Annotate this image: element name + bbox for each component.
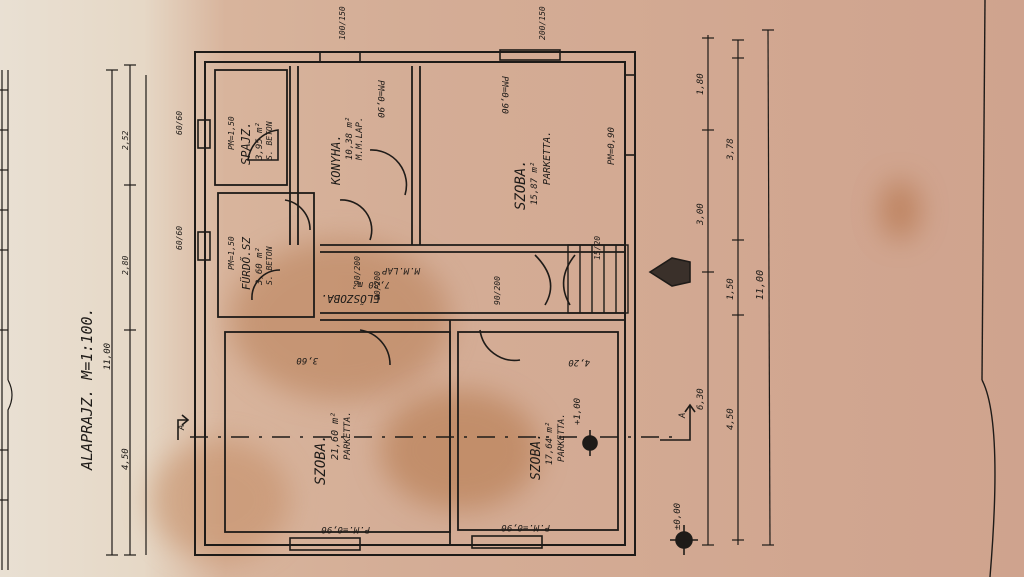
dim-right: 3,00	[696, 203, 706, 226]
dim-right: 1,50	[726, 278, 736, 300]
stair-label: 15/20	[593, 236, 602, 260]
room-floor: M.M.LAP	[381, 265, 421, 275]
stair-direction-icon	[648, 257, 691, 287]
door-dimension: 90/200	[493, 276, 502, 305]
room-dimension: 4,20	[568, 357, 590, 367]
dim-right: 1,80	[696, 73, 706, 95]
room-area: 3,95 m²	[255, 122, 265, 161]
adjacent-drawing-fragment	[0, 70, 13, 570]
room-name: ELŐSZOBA.	[320, 292, 380, 306]
dim-left-inner: 2,80	[121, 256, 130, 275]
level-marker-icon	[670, 525, 698, 555]
door-swings	[247, 129, 576, 366]
door-dimension: 90/200	[373, 271, 382, 300]
window-dimension: 100/150	[338, 6, 347, 40]
window-dimension: 200/150	[538, 6, 547, 40]
dimension-lines-left	[106, 64, 147, 556]
dim-left-inner: 4,50	[121, 448, 131, 470]
room-pm: PM=1,50	[227, 116, 236, 150]
room-floor: S. BETON	[265, 121, 274, 160]
window-dimension: 60/60	[175, 111, 184, 135]
dimension-lines-right	[702, 29, 774, 546]
room-floor: PARKETTA.	[542, 131, 553, 185]
room-area: 7,80 m²	[352, 279, 390, 289]
room-name: FÜRDŐ.SZ	[239, 237, 253, 290]
exterior-walls	[194, 51, 636, 556]
staircase	[567, 244, 629, 314]
room-name: SZOBA.	[513, 159, 529, 210]
room-area: 15,87 m²	[530, 162, 540, 205]
room-name: SZOBA.	[313, 434, 329, 485]
room-floor: M.M.LAP.	[355, 117, 365, 161]
room-area: 10,38 m²	[345, 117, 355, 160]
room-name: KONYHA.	[329, 134, 343, 186]
interior-walls	[214, 66, 625, 545]
room-pm: P.M.=0,90	[501, 522, 550, 532]
section-label: A	[678, 413, 688, 419]
room-name: SPAJZ.	[239, 122, 253, 165]
room-pm: P.M.=0,90	[321, 524, 370, 534]
door-dimension: 90/200	[353, 256, 362, 285]
room-dimension: 3,60	[296, 355, 319, 365]
plan-title: ALAPRAJZ. M=1:100.	[78, 307, 96, 471]
window-dimension: 60/60	[175, 226, 184, 250]
room-floor: PARKETTA.	[343, 411, 353, 460]
level-zero-label: ±0,00	[673, 503, 683, 530]
level-marker-icon	[582, 430, 598, 456]
room-floor: S. BETON	[265, 246, 274, 285]
fold-line	[981, 0, 986, 381]
dim-right: 6,30	[696, 388, 706, 410]
section-label: A	[177, 425, 187, 431]
room-area: 21,60 m²	[330, 412, 341, 460]
dim-left-inner: 2,52	[121, 131, 130, 150]
room-pm: PM=0,90	[607, 127, 617, 165]
dim-right: 4,50	[726, 408, 736, 430]
dim-right-outer: 11,00	[755, 270, 766, 300]
dim-left-outer: 11,00	[103, 343, 113, 370]
windows	[197, 49, 636, 551]
section-arrow-icon	[177, 403, 696, 441]
room-area: 3,60 m²	[255, 247, 265, 286]
dim-right: 3,78	[726, 138, 736, 161]
room-level: +1,00	[573, 398, 583, 425]
room-pm: PM=0,90	[499, 76, 509, 114]
room-name: SZOBA.	[529, 433, 544, 480]
room-pm: PM=1,50	[227, 236, 236, 270]
room-pm: PM=0,90	[375, 80, 385, 118]
room-area: 17,64 m²	[545, 422, 555, 465]
room-floor: PARKETTA.	[557, 413, 567, 462]
